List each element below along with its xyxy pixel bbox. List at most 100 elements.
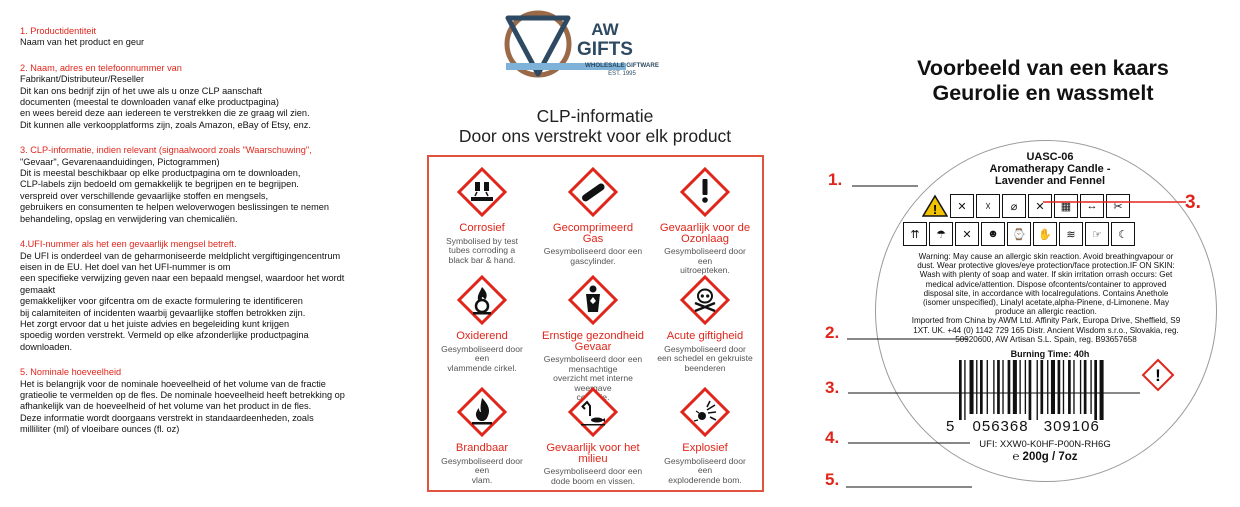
barcode-left-digits: 056368 <box>972 418 1029 435</box>
hazard-name: Oxiderend <box>426 331 538 342</box>
hazard-description-line: Gesymboliseerd door <box>441 343 523 354</box>
barcode-bar <box>1068 360 1071 414</box>
hazard-description-line: Gesymboliseerd door <box>664 343 746 354</box>
logo-triangle-icon: AW GIFTS WHOLESALE GIFTWARE EST. 1995 <box>504 10 659 78</box>
hazard-description-line: een <box>697 255 713 266</box>
info-section-line: Deze informatie wordt doorgaans verstrek… <box>20 412 314 423</box>
barcode-bar <box>986 360 988 414</box>
logo-line4: EST. 1995 <box>608 71 636 77</box>
burning-time: Burning Time: 40h <box>1010 349 1090 359</box>
info-section-line: CLP-labels zijn bedoeld om gemakkelijk t… <box>20 179 299 190</box>
barcode-bar <box>993 360 995 414</box>
label-name-line1: Aromatherapy Candle - <box>989 163 1111 175</box>
info-section-line: spoedig worden verstrekt. Vermeld op elk… <box>20 330 309 341</box>
ufi-code: UFI: XXW0-K0HF-P00N-RH6G <box>979 439 1111 450</box>
barcode-bar <box>1007 360 1011 414</box>
no-children-icon: ☓ <box>976 194 1000 218</box>
warning-line: disposal site, in accordance with localr… <box>923 288 1169 298</box>
hazard-description-line: vlam. <box>471 474 493 485</box>
info-section-line: eisen in de EU. Het doel van het UFI-num… <box>20 261 231 272</box>
barcode-bar <box>1002 360 1004 414</box>
barcode-bar <box>980 360 983 414</box>
hazard-description-line: Gesymboliseerd door een <box>543 246 643 256</box>
barcode-bar <box>1012 360 1017 414</box>
barcode-bar <box>964 360 966 420</box>
barcode-bar <box>1083 360 1087 414</box>
do-not-move-icon: ✋ <box>1033 222 1057 246</box>
warning-line: (isomer unspecified), Linalyl acetate,al… <box>922 298 1170 308</box>
example-title-line1: Voorbeeld van een kaars <box>917 56 1169 80</box>
barcode-bar <box>1062 360 1065 414</box>
keep-away-children-icon: ☻ <box>981 222 1005 246</box>
svg-text:!: ! <box>933 202 937 217</box>
aw-gifts-logo: AW GIFTS WHOLESALE GIFTWARE EST. 1995 <box>502 8 682 82</box>
marker-4: 4. <box>825 428 840 447</box>
hazard-name: Brandbaar <box>426 443 538 454</box>
barcode-bar <box>1090 360 1092 414</box>
hazard-name: Corrosief <box>426 223 538 234</box>
no-sleep-icon: ☾ <box>1111 222 1135 246</box>
hazard-description-line: Gesymboliseerd door <box>441 455 523 466</box>
hazard-description-line: mensachtige <box>568 363 618 374</box>
marker-5: 5. <box>825 470 840 489</box>
barcode-bar <box>1079 360 1082 414</box>
svg-text:!: ! <box>1155 366 1161 385</box>
hazard-name-line: Acute giftigheid <box>666 330 744 342</box>
hazard-name-line: Oxiderend <box>456 330 508 342</box>
logo-line3: WHOLESALE GIFTWARE <box>585 62 659 69</box>
clp-title-line1: CLP-informatie <box>536 106 654 126</box>
hazard-name-line: Gevaarlijk voor het milieu <box>546 442 640 465</box>
hazard-description-line: Gesymboliseerd door <box>664 246 746 256</box>
info-section-line: gratieolie te vermelden op de fles. De n… <box>20 389 345 400</box>
warning-line: Wash with plenty of soap and water. If s… <box>919 270 1173 280</box>
hazard-description-line: Gesymboliseerd door een <box>543 466 643 476</box>
warning-line: produce an allergic reaction. <box>995 307 1097 317</box>
clp-title-line2: Door ons verstrekt voor elk product <box>458 126 732 146</box>
label-name-line2: Lavender and Fennel <box>994 175 1106 187</box>
hazard-name-line: Brandbaar <box>455 442 509 454</box>
label-exclamation-icon: ! <box>1141 358 1175 392</box>
hazard-description-line: black bar & hand. <box>448 254 516 265</box>
clp-title: CLP-informatie Door ons verstrekt voor e… <box>418 106 772 146</box>
hazard-name-line: Gevaarlijk voor de <box>659 222 751 234</box>
hazard-description-line: een <box>474 353 490 364</box>
barcode-lead-digit: 5 <box>946 418 956 435</box>
info-section-line: documenten (meestal te downloaden vanaf … <box>20 97 279 108</box>
barcode-bar <box>1019 360 1021 414</box>
info-section-title: 1. Productidentiteit <box>20 26 97 36</box>
info-section-title: 3. CLP-informatie, indien relevant (sign… <box>20 145 312 156</box>
no-drafts-icon: ≋ <box>1059 222 1083 246</box>
hazard-name-line: Ernstige gezondheid <box>541 330 644 342</box>
barcode-bar <box>959 360 962 420</box>
logo-line1: AW <box>591 20 619 39</box>
info-section-line: downloaden. <box>20 341 73 352</box>
barcode-digits: 5 056368 309106 <box>946 418 1126 435</box>
barcode-bar <box>1094 360 1097 420</box>
hazard-description-line: een schedel en gekruiste <box>657 353 753 364</box>
info-section-line: Dit kan ons bedrijf zijn of het uwe als … <box>20 85 262 96</box>
barcode-bar <box>1047 360 1049 414</box>
hazard-description-line: uitroepteken. <box>680 265 730 276</box>
info-section-line: bij calamiteiten of incidenten waarbij g… <box>20 307 306 318</box>
hazard-description-line: Symbolised by test <box>445 235 519 246</box>
exploding-bomb-icon <box>680 387 730 437</box>
warning-line: Warning: May cause an allergic skin reac… <box>918 252 1174 261</box>
exclamation-icon <box>680 167 730 217</box>
no-pets-icon: ✕ <box>1028 194 1052 218</box>
no-water-icon: ☂ <box>929 222 953 246</box>
environment-icon <box>568 387 618 437</box>
barcode-right-digits: 309106 <box>1043 418 1100 435</box>
precaution-pictograms-row2: ⇈ ☂ ✕ ☻ ⌚ ✋ ≋ ☞ ☾ <box>903 222 1135 248</box>
